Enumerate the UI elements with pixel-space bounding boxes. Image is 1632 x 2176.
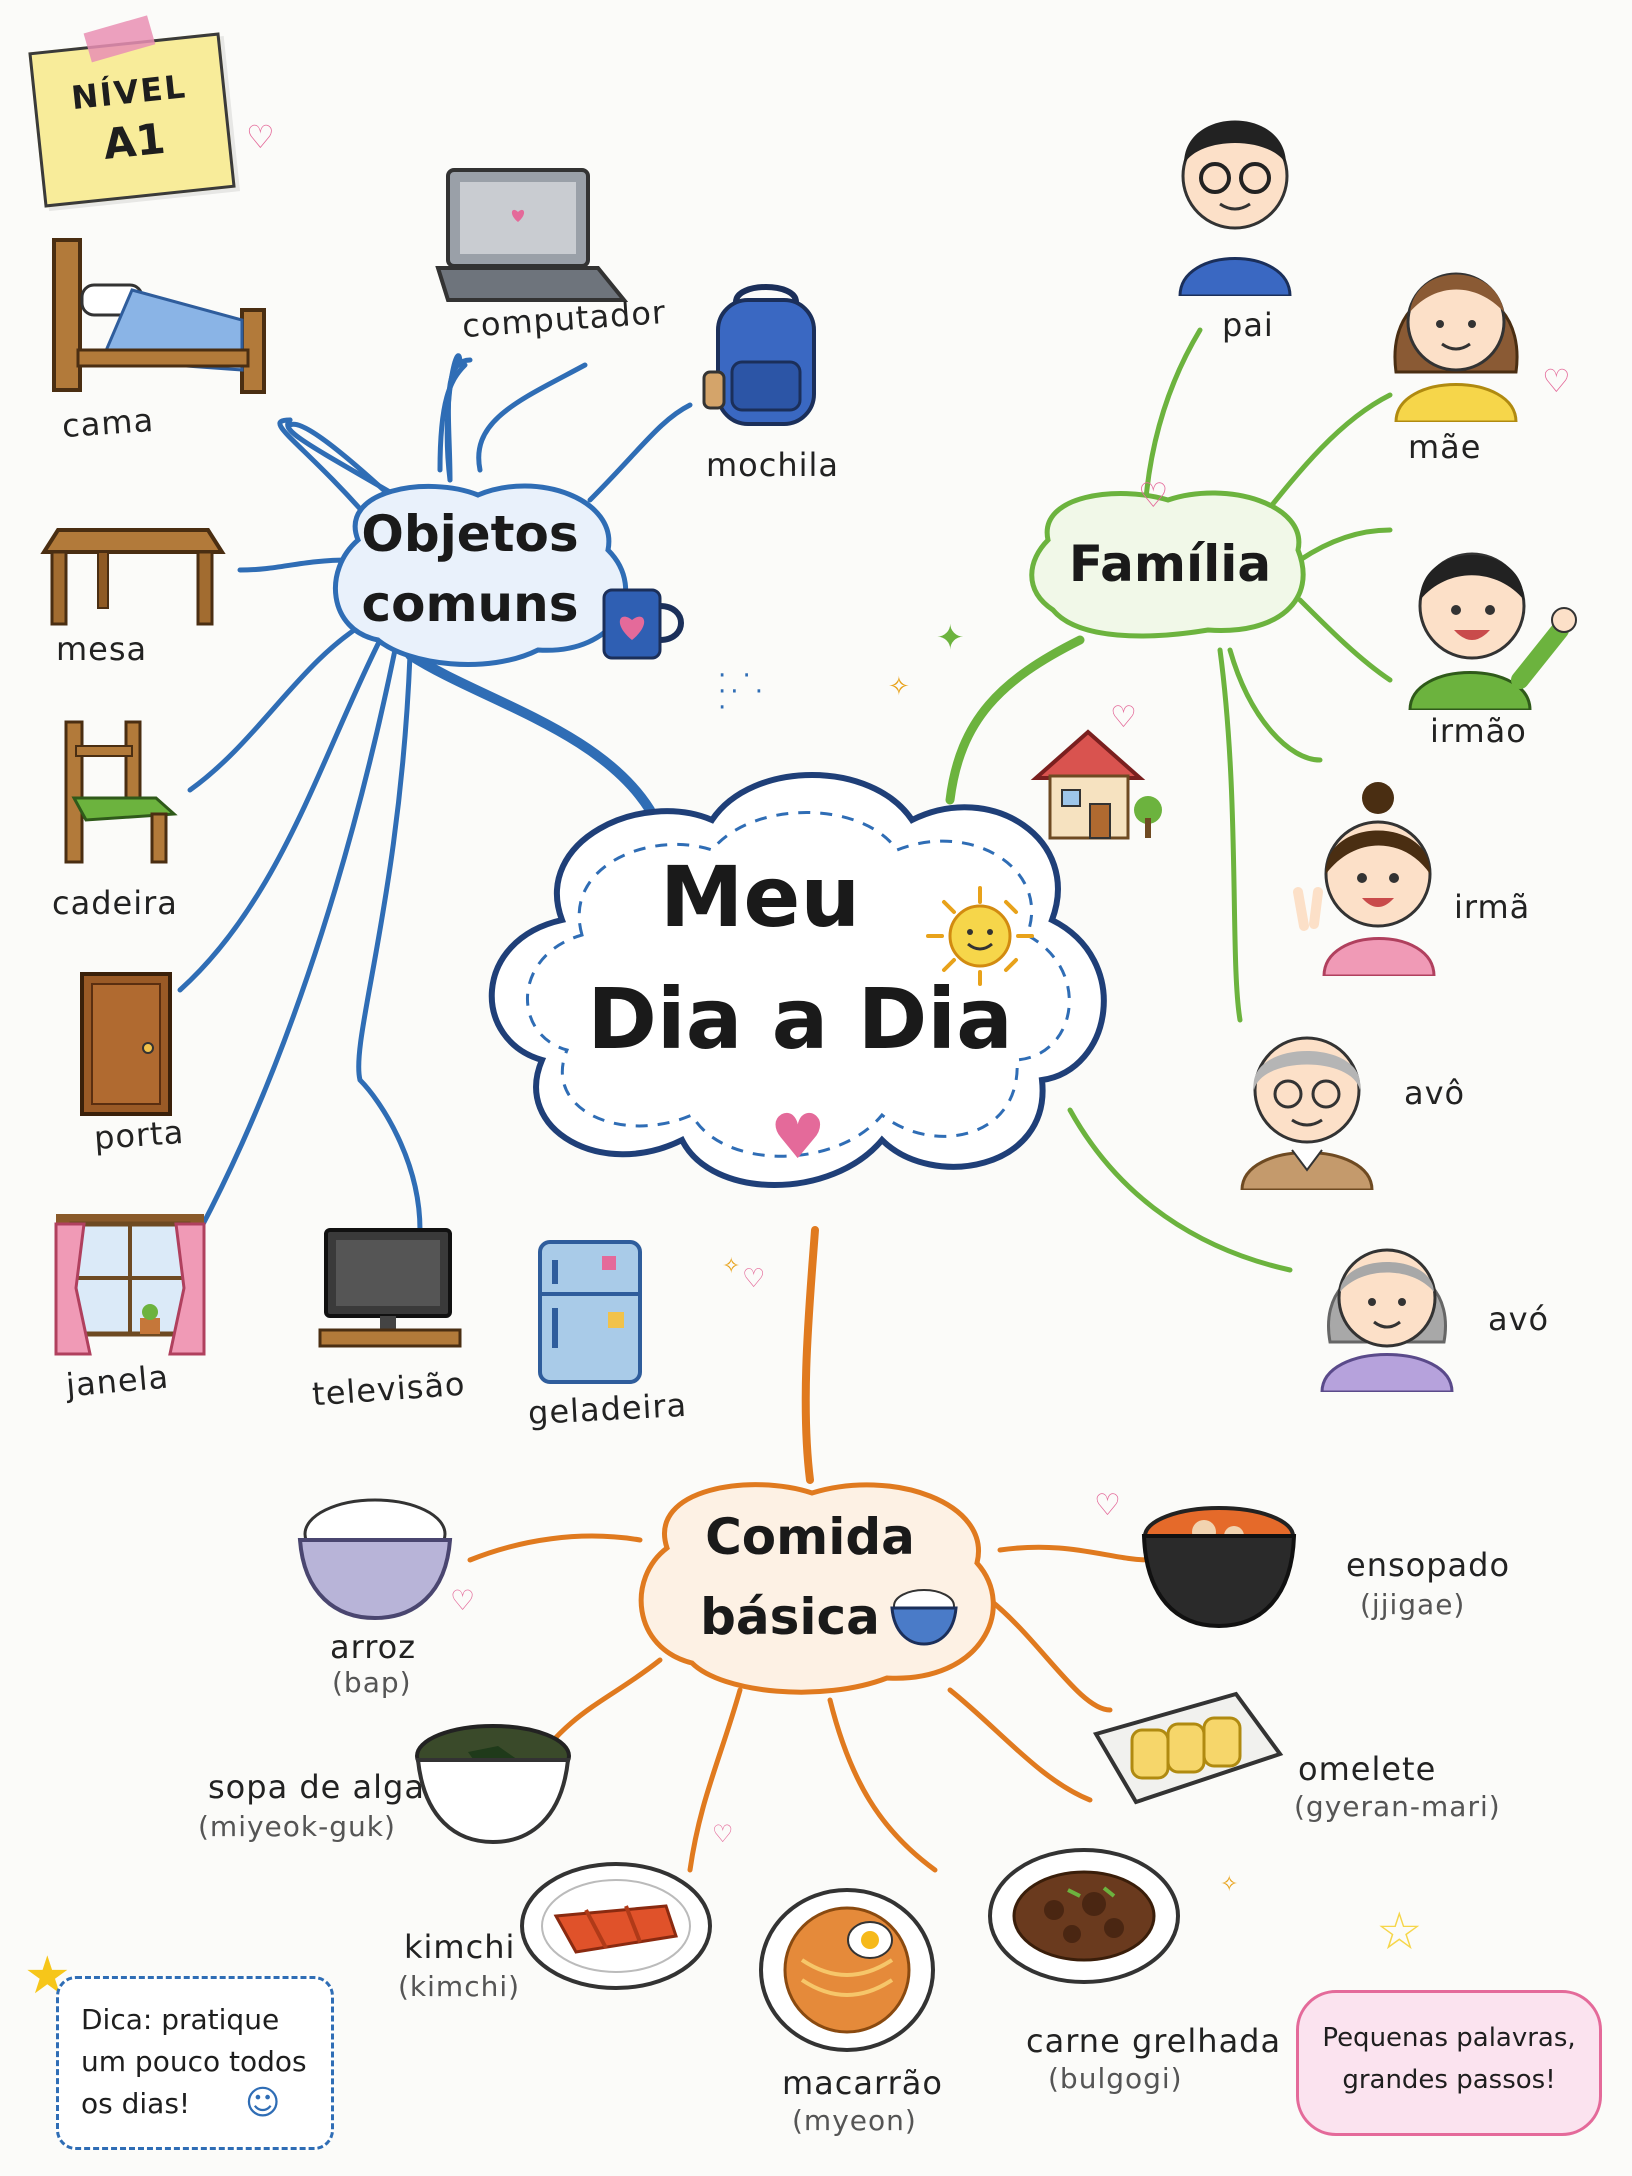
television-icon xyxy=(318,1228,462,1348)
noodle-bowl-icon xyxy=(759,1888,935,2052)
dots-decoration: · ··· · · xyxy=(718,661,768,723)
refrigerator-icon xyxy=(538,1240,642,1384)
center-title-line1: Meu xyxy=(659,848,861,946)
family-label-mae: mãe xyxy=(1408,428,1482,466)
brother-avatar-icon xyxy=(1408,552,1577,710)
bubble-line1: Pequenas palavras, xyxy=(1322,2023,1576,2053)
item-label-mochila: mochila xyxy=(706,446,840,484)
grandfather-avatar-icon xyxy=(1240,1036,1374,1190)
heart-icon: ♡ xyxy=(1138,476,1169,516)
heart-icon: ♡ xyxy=(1542,362,1571,400)
heart-icon: ♡ xyxy=(1094,1488,1121,1523)
sun-icon xyxy=(926,886,1034,986)
item-label-mesa: mesa xyxy=(56,630,148,668)
rice-bowl-icon xyxy=(890,1589,958,1646)
food-translit-kimchi: (kimchi) xyxy=(398,1970,521,2003)
food-label-ensopado: ensopado xyxy=(1346,1546,1511,1584)
comida-node-cloud xyxy=(638,1482,996,1695)
food-label-carne-grelhada: carne grelhada xyxy=(1026,2022,1282,2060)
familia-title: Família xyxy=(1068,535,1272,593)
sparkle-icon: ✦ xyxy=(936,618,965,658)
objetos-title-line1: Objetos xyxy=(361,505,579,563)
food-translit-sopa-de-alga: (miyeok-guk) xyxy=(198,1810,396,1843)
family-label-irmao: irmão xyxy=(1430,712,1527,750)
family-label-pai: pai xyxy=(1222,306,1274,344)
speech-bubble: Pequenas palavras, grandes passos! xyxy=(1296,1990,1602,2136)
bed-icon xyxy=(52,238,266,394)
mug-icon xyxy=(602,588,684,660)
heart-icon: ♡ xyxy=(712,1820,734,1848)
center-cloud xyxy=(488,772,1107,1188)
food-label-sopa-de-alga: sopa de alga xyxy=(208,1768,425,1806)
food-label-omelete: omelete xyxy=(1298,1750,1437,1788)
door-icon xyxy=(80,972,172,1116)
rice-bowl-icon xyxy=(297,1498,453,1621)
heart-icon: ♡ xyxy=(1110,700,1137,735)
heart-icon: ♡ xyxy=(742,1264,766,1294)
food-translit-macarrao: (myeon) xyxy=(792,2104,917,2137)
objetos-title-line2: comuns xyxy=(361,575,579,633)
item-label-cadeira: cadeira xyxy=(52,884,178,922)
grandmother-avatar-icon xyxy=(1320,1248,1454,1392)
tip-line1: Dica: pratique xyxy=(81,2003,280,2036)
mother-avatar-icon xyxy=(1393,272,1519,422)
family-label-irma: irmã xyxy=(1454,888,1531,926)
food-translit-arroz: (bap) xyxy=(332,1666,412,1699)
seaweed-soup-icon xyxy=(415,1724,571,1845)
food-label-arroz: arroz xyxy=(330,1628,417,1666)
heart-icon: ♡ xyxy=(246,118,275,156)
chair-icon xyxy=(64,720,178,864)
objetos-node-cloud xyxy=(333,483,628,667)
sparkle-icon: ✧ xyxy=(722,1254,741,1279)
item-label-cama: cama xyxy=(60,400,156,446)
sparkle-icon: ✧ xyxy=(1220,1872,1239,1897)
star-icon: ☆ xyxy=(1376,1902,1423,1962)
laptop-icon xyxy=(435,168,628,302)
food-translit-omelete: (gyeran-mari) xyxy=(1294,1790,1501,1823)
food-translit-ensopado: (jjigae) xyxy=(1360,1588,1466,1621)
omelette-plate-icon xyxy=(1092,1691,1284,1805)
food-label-macarrao: macarrão xyxy=(782,2064,943,2102)
comida-title-line2: básica xyxy=(700,1588,880,1646)
father-avatar-icon xyxy=(1178,120,1292,296)
level-note: NÍVEL A1 xyxy=(28,15,236,208)
sister-avatar-icon xyxy=(1293,782,1436,976)
tip-box: Dica: pratique um pouco todos os dias! ☺ xyxy=(56,1976,334,2150)
comida-title-line1: Comida xyxy=(705,1508,915,1566)
backpack-icon xyxy=(702,284,816,426)
bubble-line2: grandes passos! xyxy=(1342,2065,1556,2095)
kimchi-plate-icon xyxy=(520,1862,712,1990)
food-label-kimchi: kimchi xyxy=(404,1928,516,1966)
table-icon xyxy=(40,528,226,626)
item-label-porta: porta xyxy=(92,1112,186,1158)
tip-line3: os dias! xyxy=(81,2087,191,2120)
sparkle-icon: ✧ xyxy=(888,672,910,702)
heart-icon: ♥ xyxy=(770,1100,826,1173)
family-label-avo-f: avó xyxy=(1488,1300,1550,1338)
familia-node-cloud xyxy=(1029,490,1306,639)
house-icon xyxy=(1030,729,1162,840)
stew-pot-icon xyxy=(1141,1506,1297,1629)
window-icon xyxy=(54,1214,206,1356)
center-title-line2: Dia a Dia xyxy=(587,970,1013,1068)
food-translit-carne-grelhada: (bulgogi) xyxy=(1048,2062,1183,2095)
family-label-avo-m: avô xyxy=(1404,1074,1466,1112)
heart-icon: ♡ xyxy=(450,1584,476,1617)
smiley-icon: ☺ xyxy=(245,2083,281,2123)
tip-line2: um pouco todos xyxy=(81,2045,307,2078)
bulgogi-plate-icon xyxy=(988,1848,1180,1984)
